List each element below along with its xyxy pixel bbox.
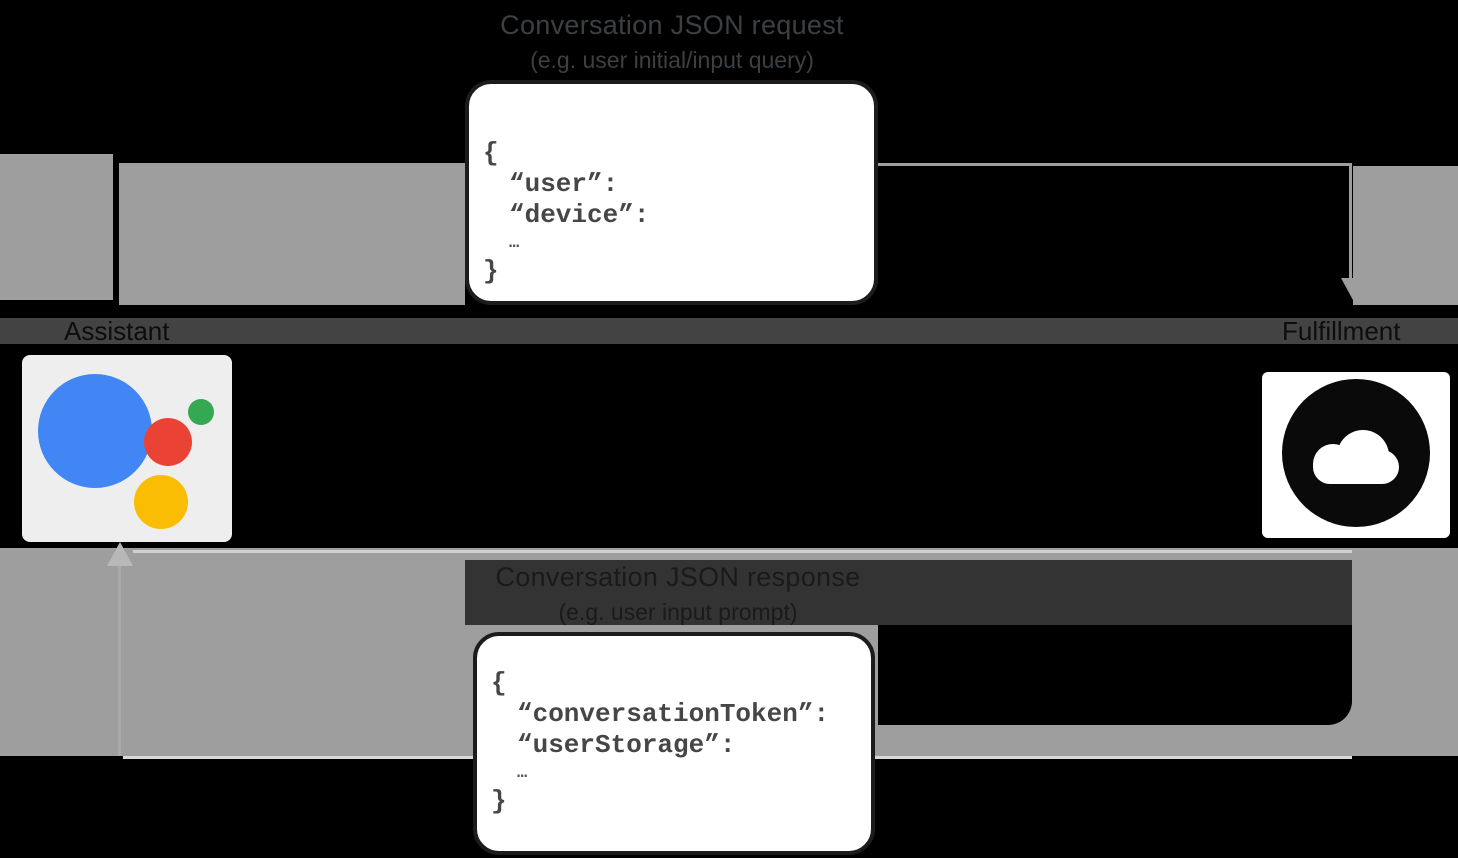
assistant-node-label: Assistant [64, 316, 170, 346]
json-brace-open: { [483, 138, 499, 168]
node-label-strip [0, 318, 1458, 344]
json-brace-open: { [491, 668, 507, 698]
cloud-icon [1311, 430, 1401, 486]
json-field-user-storage: “userStorage”: [517, 730, 736, 760]
request-title-line1: Conversation JSON request [500, 10, 844, 40]
request-flow-title: Conversation JSON request (e.g. user ini… [322, 10, 1022, 74]
assistant-logo-green-dot [188, 399, 214, 425]
request-arrow-vertical [1349, 163, 1352, 281]
request-arrow-band-mid [119, 166, 465, 305]
response-title-panel [465, 560, 1352, 625]
response-arrow-inner-panel [878, 625, 1352, 725]
response-json-box: { “conversationToken”: “userStorage”: … … [473, 632, 875, 855]
json-brace-close: } [491, 786, 507, 816]
response-title-line1: Conversation JSON response [495, 562, 861, 592]
json-field-user: “user”: [509, 169, 619, 199]
request-arrow-band-left [0, 154, 113, 300]
fulfillment-node-card [1262, 372, 1450, 538]
json-field-conversation-token: “conversationToken”: [517, 699, 830, 729]
assistant-node-card [22, 355, 232, 542]
response-flow-title: Conversation JSON response (e.g. user in… [328, 562, 1028, 626]
json-field-device: “device”: [509, 200, 650, 230]
assistant-logo-yellow-dot [134, 475, 188, 529]
json-ellipsis: … [517, 764, 528, 783]
response-arrowhead-up-icon [107, 542, 133, 566]
response-arrow-vertical [118, 566, 121, 756]
assistant-logo-red-dot [144, 418, 192, 466]
request-json-box: { “user”: “device”: … } [465, 80, 878, 305]
response-arrow-shaft [133, 550, 1352, 553]
request-title-line2: (e.g. user initial/input query) [530, 47, 814, 73]
response-title-line2: (e.g. user input prompt) [558, 599, 798, 625]
json-brace-close: } [483, 256, 499, 286]
fulfillment-node-label: Fulfillment [1282, 316, 1401, 346]
request-arrowhead-down-icon [1341, 278, 1367, 302]
json-ellipsis: … [509, 234, 520, 253]
request-arrow-band-right [1353, 166, 1458, 305]
assistant-logo-blue-dot [38, 374, 152, 488]
